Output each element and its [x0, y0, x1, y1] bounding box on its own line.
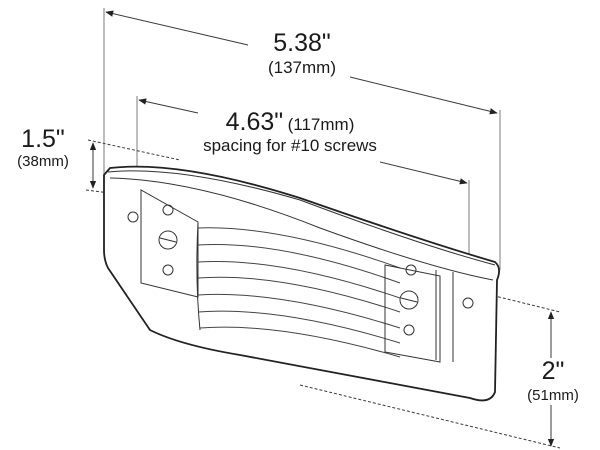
height-ext-bottom	[299, 384, 561, 449]
lens-ribs	[197, 227, 401, 358]
depth-label: 1.5" (38mm)	[0, 125, 86, 170]
height-label: 2" (51mm)	[512, 357, 594, 404]
screw-spacing-label: 4.63" (117mm) spacing for #10 screws	[160, 108, 420, 155]
right-plate-hole-top	[405, 264, 417, 276]
left-plate-hole-bottom	[162, 264, 174, 276]
right-ear-hole	[462, 297, 474, 309]
left-plate-hole-top	[162, 204, 174, 216]
height-imperial: 2"	[541, 357, 565, 385]
overall-length-metric: (137mm)	[267, 58, 336, 77]
overall-length-label: 5.38" (137mm)	[247, 29, 357, 77]
lens-left-edge	[196, 221, 201, 331]
overall-length-dim-line-right	[349, 76, 498, 115]
light-housing	[103, 165, 500, 402]
overall-length-imperial: 5.38"	[273, 29, 331, 57]
left-screw-slot	[159, 237, 177, 243]
depth-metric: (38mm)	[17, 153, 69, 170]
right-screw	[399, 290, 419, 310]
overall-length-dim-line-left	[105, 10, 249, 46]
top-rim-inner	[109, 177, 494, 281]
top-rim	[107, 170, 496, 266]
housing-outline	[103, 165, 500, 402]
screw-spacing-imperial: 4.63"	[225, 108, 284, 136]
left-screw	[158, 230, 178, 250]
spacing-dim-line-right	[379, 161, 468, 185]
height-metric: (51mm)	[527, 387, 579, 404]
screw-spacing-note: spacing for #10 screws	[203, 136, 377, 155]
right-plate-hole-bottom	[403, 324, 415, 336]
screw-spacing-metric: (117mm)	[287, 115, 355, 134]
depth-imperial: 1.5"	[21, 125, 65, 153]
spacing-dim-line-left	[138, 98, 199, 114]
right-mounting-plate	[384, 264, 441, 363]
left-ear-hole	[127, 211, 139, 223]
depth-ext-top	[87, 139, 181, 161]
right-screw-slot	[400, 297, 418, 303]
